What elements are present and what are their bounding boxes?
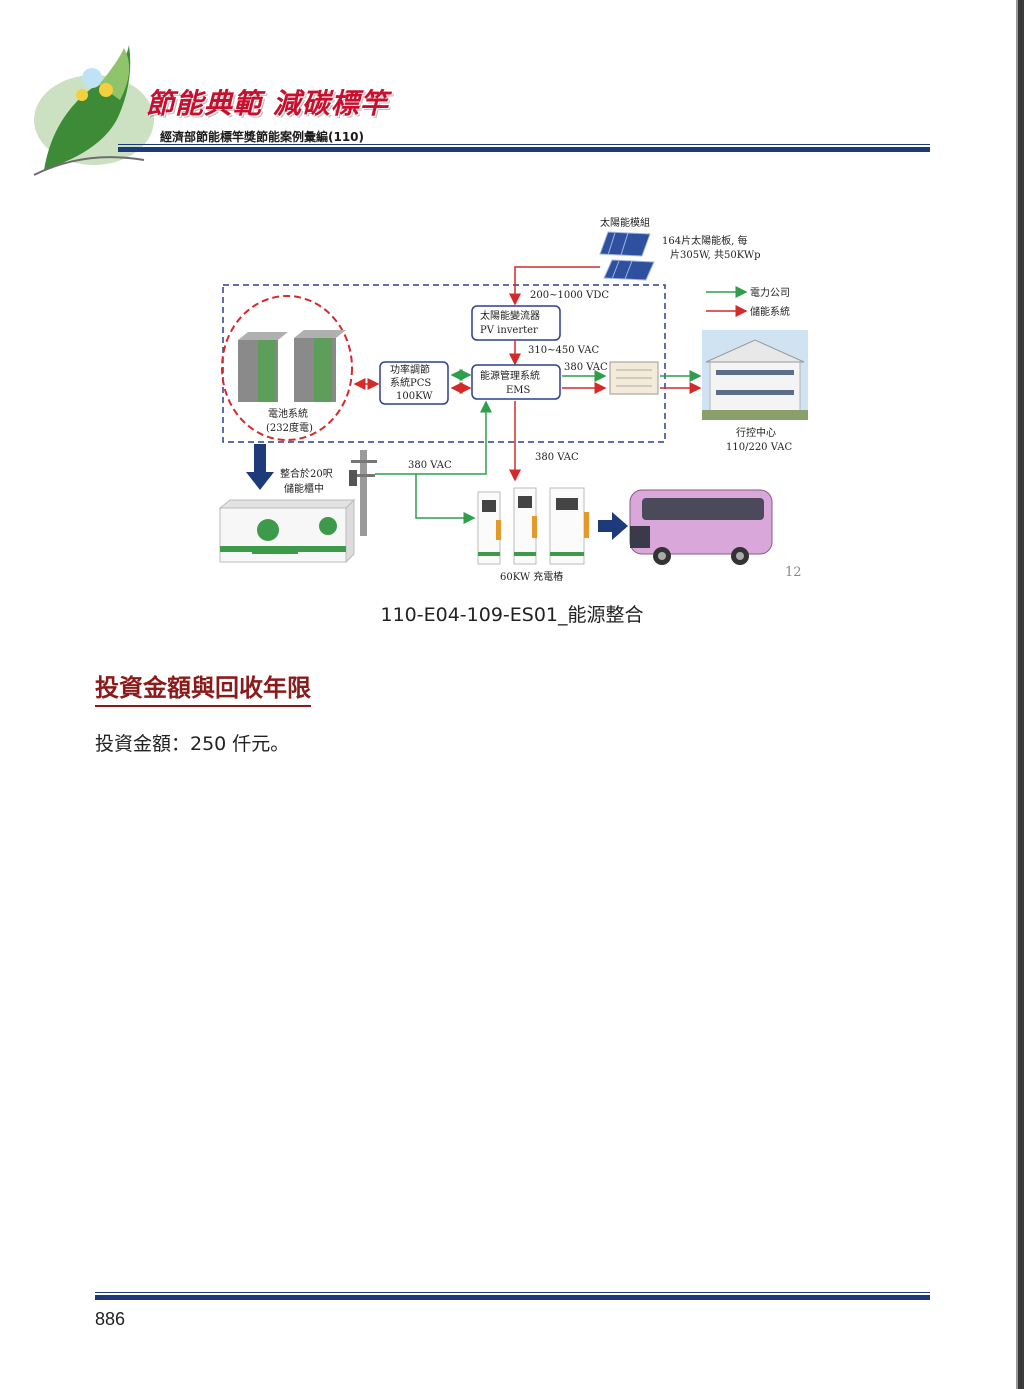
- vac-380-pole-label: 380 VAC: [408, 460, 452, 471]
- vac-310-label: 310~450 VAC: [528, 345, 599, 356]
- solar-panel-icon: [599, 231, 655, 281]
- footer-rule-thick: [95, 1295, 930, 1300]
- pcs-box: [379, 361, 449, 405]
- admin-center-building-image: [702, 330, 808, 420]
- figure-caption: 110-E04-109-ES01_能源整合: [380, 604, 644, 626]
- legend-utility-label: 電力公司: [750, 286, 790, 299]
- pcs-label-2: 系統PCS: [390, 376, 431, 389]
- footer-rule-thin: [95, 1292, 930, 1293]
- page-header: 節能典範 減碳標竿 經濟部節能標竿獎節能案例彙編(110): [0, 0, 1024, 190]
- utility-pole-icon: [349, 450, 377, 536]
- container-label-2: 儲能櫃中: [284, 482, 324, 495]
- storage-container-image: [218, 498, 356, 564]
- pcs-label-3: 100KW: [396, 391, 433, 402]
- battery-label-2: (232度電): [266, 421, 313, 434]
- admin-center-label-2: 110/220 VAC: [726, 442, 792, 453]
- section-title: 投資金額與回收年限: [95, 668, 311, 707]
- diagram-canvas: 太陽能模組 164片太陽能板, 每 片305W, 共50KWp 200~1000…: [218, 216, 808, 583]
- solar-note-line1: 164片太陽能板, 每: [662, 234, 747, 247]
- battery-label-1: 電池系統: [268, 407, 308, 420]
- vac-380-down-label: 380 VAC: [535, 452, 579, 463]
- admin-center-label-1: 行控中心: [736, 426, 776, 439]
- pv-inverter-label-1: 太陽能變流器: [480, 309, 540, 322]
- ems-box: [471, 364, 561, 400]
- header-rule-thick: [118, 147, 930, 152]
- header-subtitle: 經濟部節能標竿獎節能案例彙編(110): [160, 130, 365, 144]
- system-boundary: [222, 284, 666, 443]
- energy-integration-diagram: 太陽能模組 164片太陽能板, 每 片305W, 共50KWp 200~1000…: [210, 212, 810, 592]
- pv-inverter-box: [471, 305, 561, 341]
- battery-cabinet-icon: [238, 330, 346, 402]
- slide-number: 12: [785, 565, 802, 580]
- solar-note-line2: 片305W, 共50KWp: [670, 248, 761, 261]
- page-edge-shadow-inner: [1016, 0, 1018, 1389]
- page-edge-shadow: [1018, 0, 1024, 1389]
- container-label-1: 整合於20呎: [280, 467, 333, 480]
- header-rule-thin: [118, 144, 930, 145]
- legend-storage-label: 儲能系統: [750, 305, 790, 318]
- header-title: 節能典範 減碳標竿: [146, 87, 389, 120]
- right-arrow-icon: [598, 512, 628, 540]
- ems-label-2: EMS: [506, 385, 531, 396]
- pcs-label-1: 功率調節: [390, 363, 430, 376]
- down-arrow-icon: [246, 444, 274, 490]
- battery-highlight-circle: [221, 295, 353, 441]
- ems-label-1: 能源管理系統: [480, 369, 540, 382]
- electric-bus-image: [629, 489, 773, 565]
- vdc-label: 200~1000 VDC: [530, 290, 609, 301]
- taiwan-leaf-logo-icon: [33, 45, 154, 176]
- charger-label: 60KW 充電樁: [500, 570, 563, 583]
- investment-amount-text: 投資金額：250 仟元。: [95, 733, 290, 755]
- breaker-panel-icon: [609, 361, 659, 395]
- vac-380-right-label: 380 VAC: [564, 362, 608, 373]
- pv-inverter-label-2: PV inverter: [480, 325, 538, 336]
- solar-module-label: 太陽能模組: [600, 216, 650, 229]
- ev-charger-icon: [477, 487, 589, 565]
- page-number: 886: [95, 1309, 126, 1329]
